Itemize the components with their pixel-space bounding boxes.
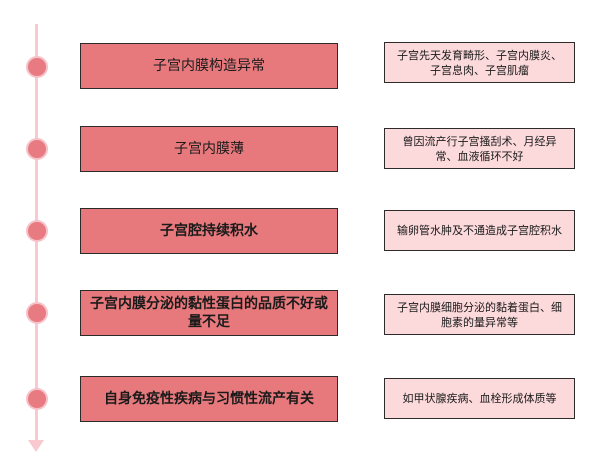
- detail-box: 子宫内膜细胞分泌的黏着蛋白、细胞素的量异常等: [384, 294, 575, 335]
- detail-box: 子宫先天发育畸形、子宫内膜炎、子宫息肉、子宫肌瘤: [384, 42, 575, 83]
- detail-label: 曾因流产行子宫搔刮术、月经异常、血液循环不好: [402, 134, 557, 163]
- cause-box: 子宫内膜分泌的黏性蛋白的品质不好或量不足: [80, 290, 338, 336]
- detail-label: 子宫先天发育畸形、子宫内膜炎、子宫息肉、子宫肌瘤: [397, 48, 562, 77]
- cause-label: 子宫内膜薄: [174, 141, 244, 157]
- cause-box: 子宫内膜薄: [80, 126, 338, 172]
- cause-label: 子宫内膜构造异常: [153, 58, 265, 74]
- detail-label: 子宫内膜细胞分泌的黏着蛋白、细胞素的量异常等: [397, 300, 562, 329]
- cause-label: 子宫内膜分泌的黏性蛋白的品质不好或量不足: [90, 296, 328, 330]
- cause-box: 子宫腔持续积水: [80, 208, 338, 254]
- detail-label: 输卵管水肿及不通造成子宫腔积水: [397, 224, 562, 237]
- timeline-dot: [26, 56, 48, 78]
- timeline-dot: [26, 138, 48, 160]
- detail-box: 如甲状腺疾病、血栓形成体质等: [384, 378, 575, 419]
- cause-box: 子宫内膜构造异常: [80, 43, 338, 89]
- timeline-dot: [26, 388, 48, 410]
- cause-label: 自身免疫性疾病与习惯性流产有关: [104, 391, 314, 407]
- detail-box: 曾因流产行子宫搔刮术、月经异常、血液循环不好: [384, 128, 575, 169]
- timeline-arrow-icon: [28, 440, 44, 452]
- cause-box: 自身免疫性疾病与习惯性流产有关: [80, 376, 338, 422]
- detail-label: 如甲状腺疾病、血栓形成体质等: [402, 392, 557, 405]
- cause-label: 子宫腔持续积水: [160, 223, 258, 239]
- timeline-dot: [26, 302, 48, 324]
- detail-box: 输卵管水肿及不通造成子宫腔积水: [384, 210, 575, 251]
- timeline-dot: [26, 220, 48, 242]
